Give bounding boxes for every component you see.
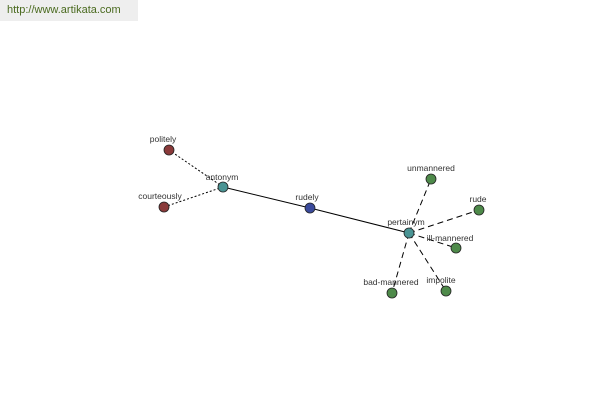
node-label-impolite: impolite [426,275,456,285]
node-politely[interactable] [163,144,175,156]
edge-rudely-pertainym [309,207,410,234]
edge-rudely-antonym [222,186,311,209]
node-label-rude: rude [469,194,486,204]
node-label-pertainym: pertainym [387,217,424,227]
edge-antonym-politely [168,149,224,188]
node-label-rudely: rudely [295,192,319,202]
node-pertainym[interactable] [403,227,415,239]
node-rudely[interactable] [304,202,316,214]
edges-layer [163,149,480,294]
edge-pertainym-ill-mannered [408,232,457,249]
node-label-courteously: courteously [138,191,182,201]
edge-pertainym-rude [408,209,480,234]
node-courteously[interactable] [158,201,170,213]
nodes-layer [158,144,485,299]
node-label-unmannered: unmannered [407,163,455,173]
node-impolite[interactable] [440,285,452,297]
edge-pertainym-bad-mannered [391,232,410,294]
node-label-ill-mannered: ill-mannered [427,233,474,243]
labels-layer: rudely antonym pertainym politely courteousl… [138,134,487,287]
node-label-antonym: antonym [206,172,239,182]
node-bad-mannered[interactable] [386,287,398,299]
node-rude[interactable] [473,204,485,216]
node-label-politely: politely [150,134,177,144]
node-unmannered[interactable] [425,173,437,185]
node-ill-mannered[interactable] [450,242,462,254]
node-antonym[interactable] [217,181,229,193]
site-watermark: http://www.artikata.com [0,0,138,21]
node-label-bad-mannered: bad-mannered [363,277,419,287]
edge-pertainym-impolite [408,232,447,292]
